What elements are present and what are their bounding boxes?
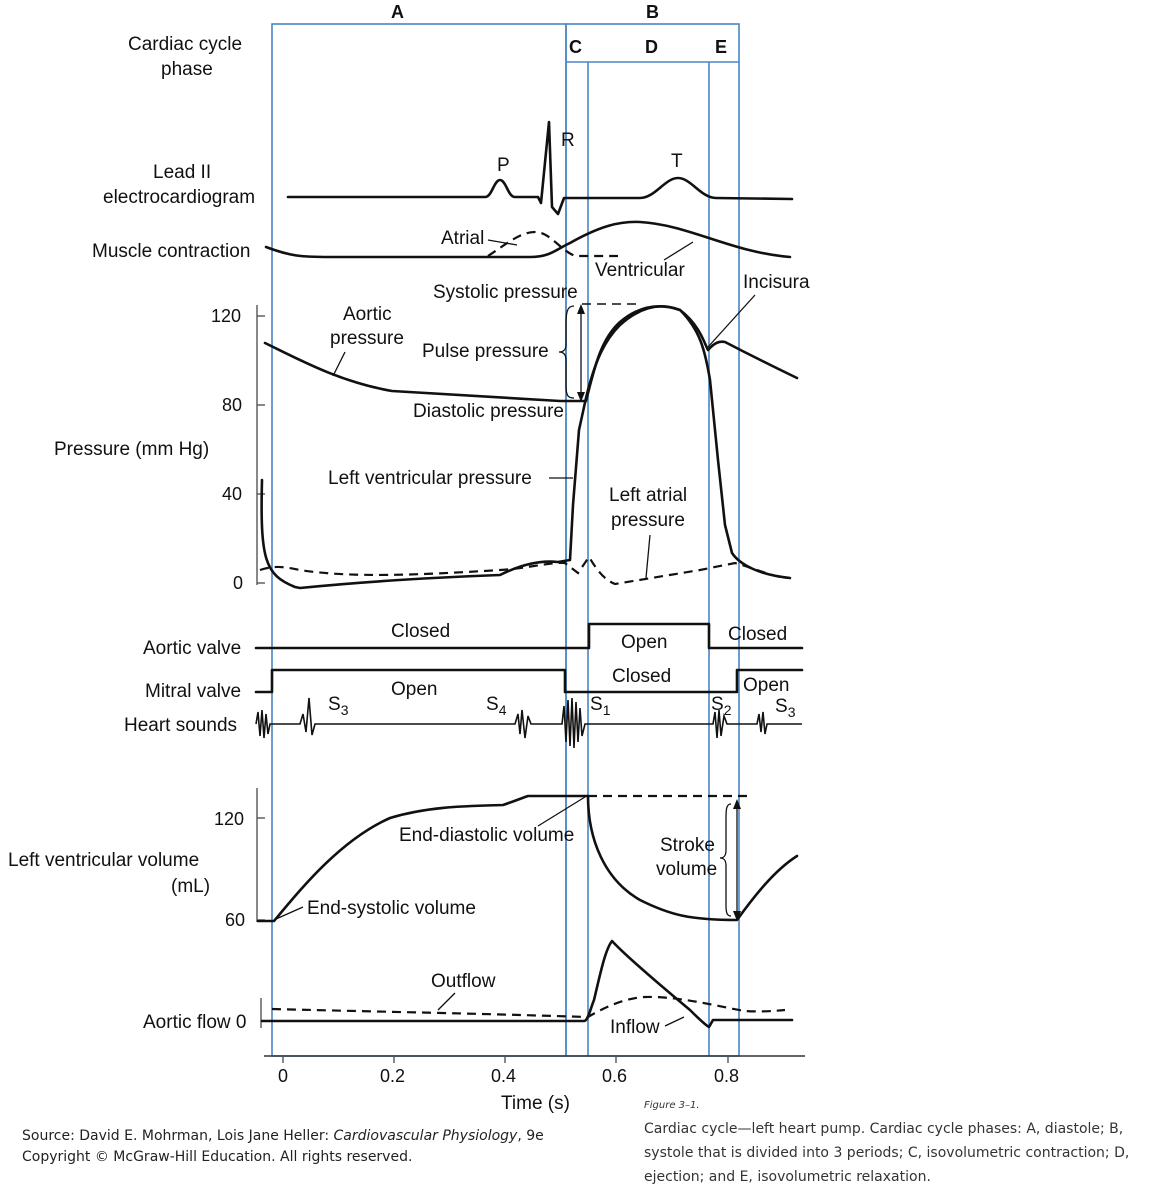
pressure-tick-40: 40: [222, 484, 242, 504]
pulse-pressure-label: Pulse pressure: [422, 341, 549, 362]
figure-caption: Figure 3–1. Cardiac cycle—left heart pum…: [644, 1100, 1144, 1189]
esv-leader: [275, 906, 304, 920]
outflow-leader: [437, 992, 456, 1011]
la-pressure-label-1: Left atrial: [609, 485, 687, 506]
phase-row-label-2: phase: [161, 59, 213, 80]
stroke-volume-arrowhead-bottom: [733, 911, 741, 921]
mitral-valve-label: Mitral valve: [145, 681, 241, 702]
inflow-label: Inflow: [610, 1017, 660, 1038]
aortic-inflow-curve: [271, 995, 786, 1019]
time-tick-0-2: 0.2: [380, 1066, 405, 1086]
incisura-label: Incisura: [743, 272, 810, 293]
edv-label: End-diastolic volume: [399, 825, 574, 846]
phase-b-label: B: [646, 2, 659, 22]
time-tick-0-8: 0.8: [714, 1066, 739, 1086]
mitral-valve-open-1: Open: [391, 679, 437, 700]
phase-b-box: [565, 23, 740, 1057]
stroke-volume-label-2: volume: [656, 859, 717, 880]
mitral-valve-closed: Closed: [612, 666, 671, 687]
la-pressure-label-2: pressure: [611, 510, 685, 531]
aortic-valve-closed-2: Closed: [728, 624, 787, 645]
phase-c-label: C: [569, 37, 582, 57]
pressure-tick-80: 80: [222, 395, 242, 415]
ecg-label-2: electrocardiogram: [103, 187, 255, 208]
caption-text: Cardiac cycle—left heart pump. Cardiac c…: [644, 1121, 1130, 1185]
time-tick-0-6: 0.6: [602, 1066, 627, 1086]
atrial-label: Atrial: [441, 228, 484, 249]
lv-pressure-curve: [260, 305, 792, 590]
aortic-pressure-label-2: pressure: [330, 328, 404, 349]
ecg-trace: [286, 120, 794, 216]
s4-label: S4: [486, 694, 507, 718]
phase-row-label-1: Cardiac cycle: [128, 34, 242, 55]
phase-d-label: D: [645, 37, 658, 57]
aortic-pressure-label-1: Aortic: [343, 304, 392, 325]
ecg-t-label: T: [671, 151, 683, 172]
source-line: Source: David E. Mohrman, Lois Jane Hell…: [22, 1128, 544, 1144]
atrial-leader: [487, 239, 518, 246]
outflow-label: Outflow: [431, 971, 496, 992]
aortic-flow-label: Aortic flow 0: [143, 1012, 246, 1033]
heart-sounds-trace: [255, 697, 802, 749]
mitral-valve-open-2: Open: [743, 675, 789, 696]
copyright-line: Copyright © McGraw-Hill Education. All r…: [22, 1149, 413, 1165]
aortic-outflow-curve: [260, 939, 794, 1029]
atrial-contraction-curve: [487, 230, 618, 258]
s3-early-label: S3: [328, 694, 349, 718]
volume-tick-60: 60: [225, 910, 245, 930]
stroke-volume-arrowhead-top: [733, 799, 741, 809]
figure-number: Figure 3–1.: [644, 1100, 700, 1111]
systolic-pressure-label: Systolic pressure: [433, 282, 578, 303]
aortic-pressure-leader: [332, 351, 346, 377]
lv-pressure-label: Left ventricular pressure: [328, 468, 532, 489]
volume-label-1: Left ventricular volume: [8, 850, 199, 871]
pulse-pressure-arrowhead-bottom: [577, 392, 585, 402]
pressure-axis-label: Pressure (mm Hg): [54, 439, 209, 460]
ventricular-label: Ventricular: [595, 260, 685, 281]
edv-leader: [537, 796, 586, 827]
phase-a-label: A: [391, 2, 404, 22]
aortic-valve-closed-1: Closed: [391, 621, 450, 642]
ventricular-leader: [663, 241, 694, 261]
volume-label-2: (mL): [171, 876, 210, 897]
la-pressure-leader: [645, 534, 651, 579]
s3-late-label: S3: [775, 696, 796, 720]
mitral-valve-trace: [254, 668, 804, 694]
ventricular-contraction-curve: [264, 220, 792, 259]
heart-sounds-label: Heart sounds: [124, 715, 237, 736]
s1-label: S1: [590, 694, 611, 718]
time-tick-0: 0: [278, 1066, 288, 1086]
ecg-p-label: P: [497, 155, 510, 176]
lv-volume-curve: [256, 794, 799, 923]
incisura-leader: [707, 294, 756, 348]
esv-label: End-systolic volume: [307, 898, 476, 919]
ecg-label-1: Lead II: [153, 162, 211, 183]
time-tick-0-4: 0.4: [491, 1066, 516, 1086]
time-axis-label: Time (s): [501, 1093, 570, 1114]
pulse-pressure-arrowhead-top: [577, 304, 585, 314]
stroke-volume-label-1: Stroke: [660, 835, 715, 856]
ecg-r-label: R: [561, 130, 575, 151]
inflow-leader: [664, 1016, 685, 1027]
pressure-tick-120: 120: [211, 306, 241, 326]
phase-e-label: E: [715, 37, 727, 57]
volume-axis: [256, 788, 265, 922]
volume-tick-120: 120: [214, 809, 244, 829]
aortic-valve-trace: [254, 622, 804, 650]
pressure-tick-0: 0: [233, 573, 243, 593]
aortic-valve-label: Aortic valve: [143, 638, 241, 659]
pulse-pressure-brace: [558, 305, 575, 399]
source-book-title: Cardiovascular Physiology: [333, 1128, 518, 1144]
contraction-label: Muscle contraction: [92, 241, 250, 262]
stroke-volume-brace: [719, 803, 732, 917]
time-axis: [264, 1055, 805, 1063]
s2-label: S2: [711, 694, 732, 718]
aortic-valve-open: Open: [621, 632, 667, 653]
la-pressure-curve: [259, 554, 791, 586]
source-credit: Source: David E. Mohrman, Lois Jane Hell…: [22, 1126, 544, 1168]
diastolic-pressure-label: Diastolic pressure: [413, 401, 564, 422]
